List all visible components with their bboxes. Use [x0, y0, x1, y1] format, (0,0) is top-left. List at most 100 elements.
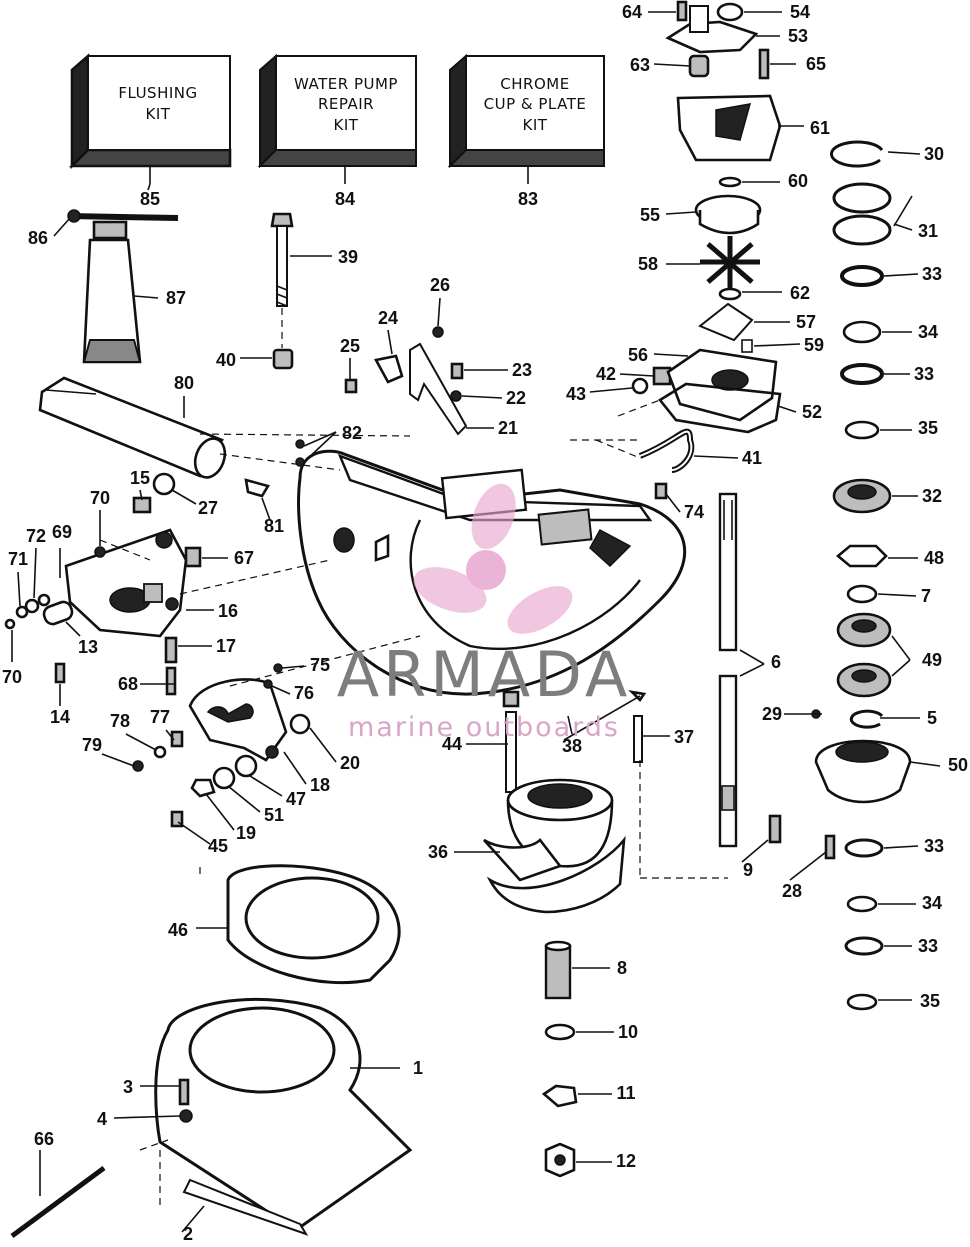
leader-line-36 — [883, 845, 919, 849]
callout-4: 4 — [97, 1109, 107, 1129]
callout-34-a: 34 — [918, 322, 938, 342]
leader-line-94 — [147, 183, 151, 191]
leader-line-82 — [665, 493, 681, 513]
callout-38: 38 — [562, 736, 582, 756]
callout-9: 9 — [743, 860, 753, 880]
callout-61: 61 — [810, 118, 830, 138]
leader-line-45 — [563, 695, 641, 741]
leader-line-80 — [17, 571, 21, 607]
callout-79: 79 — [82, 735, 102, 755]
leader-line-1 — [181, 1205, 205, 1233]
plate-18 — [188, 678, 288, 762]
kit-number-85: 85 — [140, 189, 160, 209]
leader-line-64 — [653, 353, 689, 357]
callout-43: 43 — [566, 384, 586, 404]
kit-number-83: 83 — [518, 189, 538, 209]
callout-33-d: 33 — [918, 936, 938, 956]
leader-line-60 — [777, 405, 797, 413]
leader-line-20 — [309, 727, 337, 763]
leader-line-5 — [739, 649, 765, 665]
callout-20: 20 — [340, 753, 360, 773]
callout-76: 76 — [294, 683, 314, 703]
kit-label-chrome-line1: CHROME — [500, 75, 569, 93]
leader-line-86 — [125, 733, 157, 751]
callout-64: 64 — [622, 2, 642, 22]
callout-11: 11 — [616, 1083, 635, 1103]
callout-68: 68 — [118, 674, 138, 694]
leader-line-58 — [909, 761, 941, 767]
impeller-36 — [483, 778, 626, 914]
callout-47: 47 — [286, 789, 306, 809]
callout-6: 6 — [771, 652, 781, 672]
callout-53: 53 — [788, 26, 808, 46]
leader-lines — [11, 11, 941, 1233]
callout-58: 58 — [638, 254, 658, 274]
callout-59: 59 — [804, 335, 824, 355]
callout-69: 69 — [52, 522, 72, 542]
leader-line-87 — [101, 753, 135, 767]
callout-49: 49 — [922, 650, 942, 670]
callout-32: 32 — [922, 486, 942, 506]
leader-line-59 — [227, 785, 261, 813]
leader-line-84 — [271, 685, 291, 695]
leader-line-44 — [567, 715, 573, 735]
callout-3: 3 — [123, 1077, 133, 1097]
callout-65: 65 — [806, 54, 826, 74]
callout-27: 27 — [198, 498, 218, 518]
callout-81: 81 — [264, 516, 284, 536]
callout-26: 26 — [430, 275, 450, 295]
callout-7: 7 — [921, 586, 931, 606]
leader-line-26 — [437, 297, 441, 327]
leader-line-92 — [53, 217, 71, 237]
ring-46 — [226, 864, 401, 985]
callout-70-b: 70 — [2, 667, 22, 687]
leader-line-9 — [741, 839, 769, 863]
callout-39: 39 — [338, 247, 358, 267]
callout-33-c: 33 — [924, 836, 944, 856]
callout-30: 30 — [924, 144, 944, 164]
callout-45: 45 — [208, 836, 228, 856]
callout-33-b: 33 — [914, 364, 934, 384]
leader-line-93 — [133, 295, 159, 299]
callout-31: 31 — [918, 221, 938, 241]
housing-1 — [10, 997, 413, 1239]
watermark-tagline: marine outboards — [348, 712, 620, 743]
callout-33-a: 33 — [922, 264, 942, 284]
callout-8: 8 — [617, 958, 627, 978]
callout-19: 19 — [236, 823, 256, 843]
kit-label-chrome-line2: CUP & PLATE — [484, 95, 587, 113]
callout-66: 66 — [34, 1129, 54, 1149]
leader-line-56 — [891, 635, 911, 661]
callout-50: 50 — [948, 755, 968, 775]
tube-80 — [38, 376, 227, 479]
callout-62: 62 — [790, 283, 810, 303]
bracket-16 — [64, 528, 188, 638]
callout-46: 46 — [168, 920, 188, 940]
callout-57: 57 — [796, 312, 816, 332]
kit-label-water-pump-line2: REPAIR — [318, 95, 374, 113]
callout-29: 29 — [762, 704, 782, 724]
propeller-logo — [413, 483, 573, 634]
flushing-attachment — [67, 209, 179, 364]
callout-37: 37 — [674, 727, 694, 747]
leader-line-49 — [619, 373, 655, 377]
leader-line-48 — [693, 455, 739, 459]
callout-87: 87 — [166, 288, 186, 308]
callout-77: 77 — [150, 707, 170, 727]
callout-42: 42 — [596, 364, 616, 384]
leader-line-50 — [589, 387, 633, 393]
bracket-21 — [409, 342, 468, 436]
callout-13: 13 — [78, 637, 98, 657]
callout-52: 52 — [802, 402, 822, 422]
callout-80: 80 — [174, 373, 194, 393]
kit-label-chrome-line3: KIT — [523, 116, 548, 134]
callout-60: 60 — [788, 171, 808, 191]
assembly-lines — [99, 399, 728, 1210]
leader-line-6 — [739, 663, 765, 677]
callout-35-b: 35 — [920, 991, 940, 1011]
leader-line-28 — [789, 851, 827, 881]
kit-box-flushing: FLUSHING KIT — [68, 53, 232, 170]
